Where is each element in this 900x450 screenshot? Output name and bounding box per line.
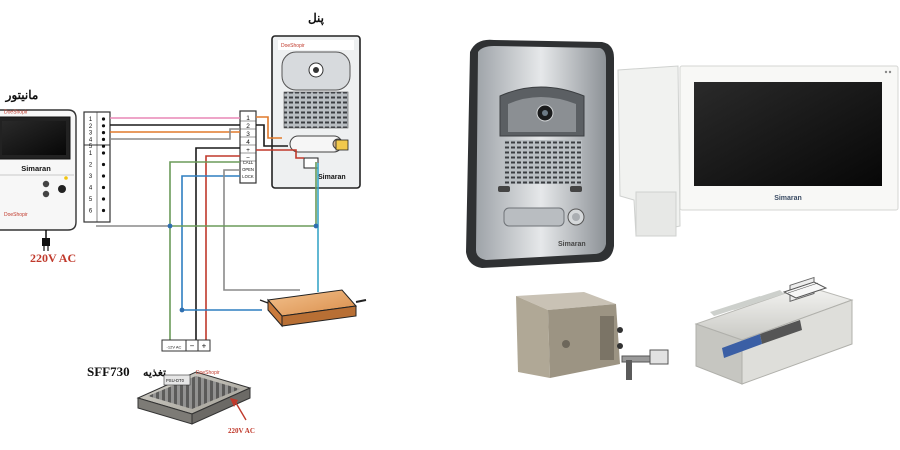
- wire-5: [256, 116, 282, 139]
- psu-terminal-label: −: [190, 342, 195, 351]
- wire-6: [256, 124, 288, 147]
- monitor-terminal-number: 3: [89, 131, 93, 137]
- monitor-shop-tag: DoeShopir: [4, 110, 28, 116]
- monitor-bottom-tag: DoeShopir: [4, 212, 28, 218]
- monitor-terminal-screw-icon: [101, 197, 106, 201]
- monitor-terminal-number: 3: [89, 174, 93, 180]
- psu-device: PSU-DT0 DoeShopir: [136, 370, 252, 425]
- wire-junction-dot: [313, 223, 319, 229]
- wire-7: [256, 149, 304, 159]
- monitor-terminal-number: 4: [89, 186, 93, 192]
- monitor-photo-brand: Simaran: [774, 195, 802, 202]
- product-photos: Simaran Simaran: [466, 39, 899, 385]
- panel-signal-label: LOCK: [242, 174, 254, 179]
- monitor-mains-label: 220V AC: [30, 251, 76, 265]
- psu-terminal-label: +: [202, 342, 207, 351]
- panel-terminal-number: −: [246, 155, 250, 162]
- monitor-terminal-number: 2: [89, 163, 93, 169]
- wire-4: [110, 128, 240, 140]
- panel-signal-labels: CALL OPEN LOCK: [242, 160, 254, 179]
- wire-junction-dot: [179, 307, 185, 313]
- panel-terminal-number: 3: [246, 131, 250, 138]
- psu-model-label: SFF730: [87, 364, 130, 379]
- wire-12: [223, 169, 300, 291]
- psu-shop-tag: DoeShopir: [196, 370, 220, 376]
- photo-indoor-monitor: Simaran: [617, 65, 899, 237]
- psu-terminal-strip: -12V AC −+: [161, 339, 211, 352]
- panel-terminal-number: 1: [246, 115, 250, 122]
- monitor-terminal-number: 5: [89, 144, 93, 150]
- door-lock-bolt: [355, 299, 367, 303]
- wire-junction-dot: [167, 223, 173, 229]
- monitor-terminal-number: 1: [89, 151, 93, 157]
- psu-terminal-labels: -12V AC −+: [167, 342, 207, 351]
- wire-9: [205, 155, 240, 340]
- psu-plate-code: PSU-DT0: [166, 378, 185, 383]
- monitor-button-icon: [58, 185, 66, 193]
- psu-mains-label: 220V AC: [228, 427, 255, 435]
- monitor-power-plug-icon: [42, 230, 50, 251]
- panel-label: پنل: [308, 11, 325, 25]
- monitor-terminal-number: 5: [89, 197, 93, 203]
- photo-power-supply: [694, 276, 854, 385]
- monitor-terminal-screw-icon: [101, 137, 106, 141]
- monitor-button-icon: [42, 190, 50, 198]
- monitor-label: مانیتور: [5, 88, 39, 103]
- monitor-brand: Simaran: [21, 164, 51, 173]
- wire-8: [195, 147, 240, 340]
- monitor-terminal-number: 4: [89, 137, 93, 143]
- wire-10: [169, 161, 240, 340]
- psu-label: تغذیه: [143, 367, 166, 379]
- monitor-terminal-number: 1: [89, 117, 93, 123]
- monitor-terminal-screw-icon: [101, 144, 106, 148]
- panel-connector: [335, 139, 349, 151]
- monitor-terminal-screw-icon: [101, 117, 106, 121]
- wires: [96, 116, 319, 340]
- monitor-terminal-screw-icon: [101, 162, 106, 167]
- psu-mains-arrow-icon: [230, 398, 238, 407]
- monitor-terminal-screw-icon: [101, 185, 106, 190]
- panel-photo-brand: Simaran: [558, 241, 586, 248]
- monitor-device: DoeShopir Simaran DoeShopir: [0, 109, 77, 231]
- monitor-terminal-screw-icon: [101, 151, 106, 155]
- panel-terminal-number: 4: [246, 139, 250, 146]
- monitor-terminal-screw-icon: [101, 124, 106, 128]
- panel-brand: Simaran: [318, 174, 346, 181]
- panel-signal-label: OPEN: [242, 167, 254, 172]
- monitor-terminal-number: 2: [89, 124, 93, 130]
- monitor-button-icon: [42, 180, 50, 188]
- wiring-diagram: مانیتور DoeShopir Simaran DoeShopir 220V…: [0, 11, 367, 435]
- psu-terminal-label: -12V AC: [167, 345, 182, 350]
- photo-electric-lock: [516, 292, 669, 380]
- monitor-terminal-screw-icon: [101, 131, 106, 135]
- panel-shop-tag: DoeShopir: [281, 43, 305, 49]
- panel-terminal-number: +: [246, 147, 250, 154]
- panel-terminal-number: 2: [246, 123, 250, 130]
- monitor-terminal-screw-icon: [101, 174, 106, 178]
- wire-11: [181, 175, 240, 310]
- monitor-terminal-screw-icon: [101, 208, 106, 213]
- photo-outdoor-panel: Simaran: [466, 39, 614, 268]
- panel-signal-label: CALL: [243, 160, 254, 165]
- monitor-led-icon: [64, 176, 68, 180]
- door-lock-device: [259, 289, 367, 328]
- monitor-terminal-number: 6: [89, 209, 93, 215]
